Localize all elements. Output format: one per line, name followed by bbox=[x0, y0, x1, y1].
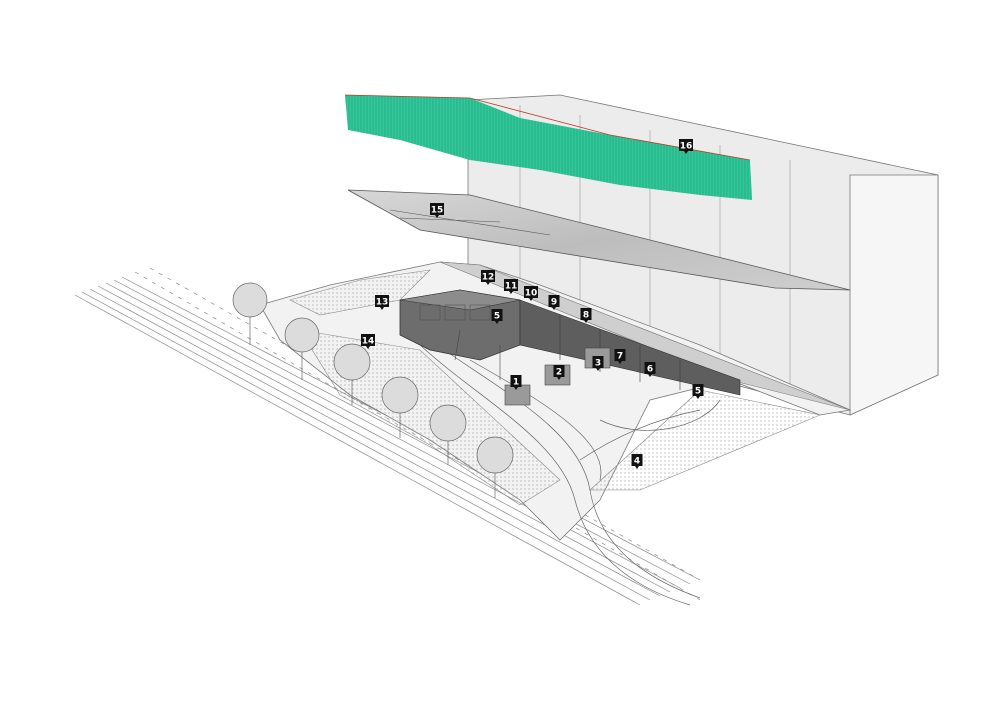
marker-label: 4 bbox=[634, 457, 640, 467]
tree-icon bbox=[429, 404, 467, 465]
marker-m14: 14 bbox=[361, 334, 375, 349]
marker-label: 12 bbox=[482, 273, 495, 283]
marker-m16: 16 bbox=[679, 139, 693, 154]
marker-m2: 2 bbox=[553, 365, 565, 380]
marker-m7: 7 bbox=[614, 349, 626, 364]
canopy-slab bbox=[347, 189, 851, 291]
tree-icon bbox=[381, 376, 419, 438]
marker-m8: 8 bbox=[580, 308, 592, 323]
marker-label: 14 bbox=[362, 337, 375, 347]
marker-m12: 12 bbox=[481, 270, 495, 285]
marker-label: 11 bbox=[505, 282, 518, 292]
marker-m13: 13 bbox=[375, 295, 389, 310]
marker-m1: 1 bbox=[510, 375, 522, 390]
tree-icon bbox=[284, 317, 320, 380]
marker-label: 3 bbox=[595, 359, 601, 369]
marker-m3: 3 bbox=[592, 356, 604, 371]
marker-m10: 10 bbox=[524, 286, 538, 301]
tree-icon bbox=[232, 282, 268, 345]
marker-m5b: 5 bbox=[692, 384, 704, 399]
marker-label: 6 bbox=[647, 365, 653, 375]
marker-label: 2 bbox=[556, 368, 562, 378]
marker-label: 10 bbox=[525, 289, 538, 299]
tree-icon bbox=[476, 436, 514, 498]
marker-label: 7 bbox=[617, 352, 623, 362]
marker-label: 1 bbox=[513, 378, 519, 388]
marker-label: 15 bbox=[431, 206, 444, 216]
marker-label: 9 bbox=[551, 298, 557, 308]
marker-m6: 6 bbox=[644, 362, 656, 377]
marker-m9: 9 bbox=[548, 295, 560, 310]
marker-label: 16 bbox=[680, 142, 693, 152]
marker-label: 5 bbox=[695, 387, 701, 397]
driveway bbox=[419, 339, 721, 606]
marker-label: 8 bbox=[583, 311, 589, 321]
marker-m15: 15 bbox=[430, 203, 444, 218]
marker-m4: 4 bbox=[631, 454, 643, 469]
road bbox=[74, 267, 701, 606]
marker-label: 13 bbox=[376, 298, 389, 308]
studio-building bbox=[399, 289, 741, 396]
marker-label: 5 bbox=[494, 312, 500, 322]
marker-m11: 11 bbox=[504, 279, 518, 294]
trees bbox=[232, 282, 514, 498]
marker-m5a: 5 bbox=[491, 309, 503, 324]
tree-icon bbox=[333, 343, 371, 405]
